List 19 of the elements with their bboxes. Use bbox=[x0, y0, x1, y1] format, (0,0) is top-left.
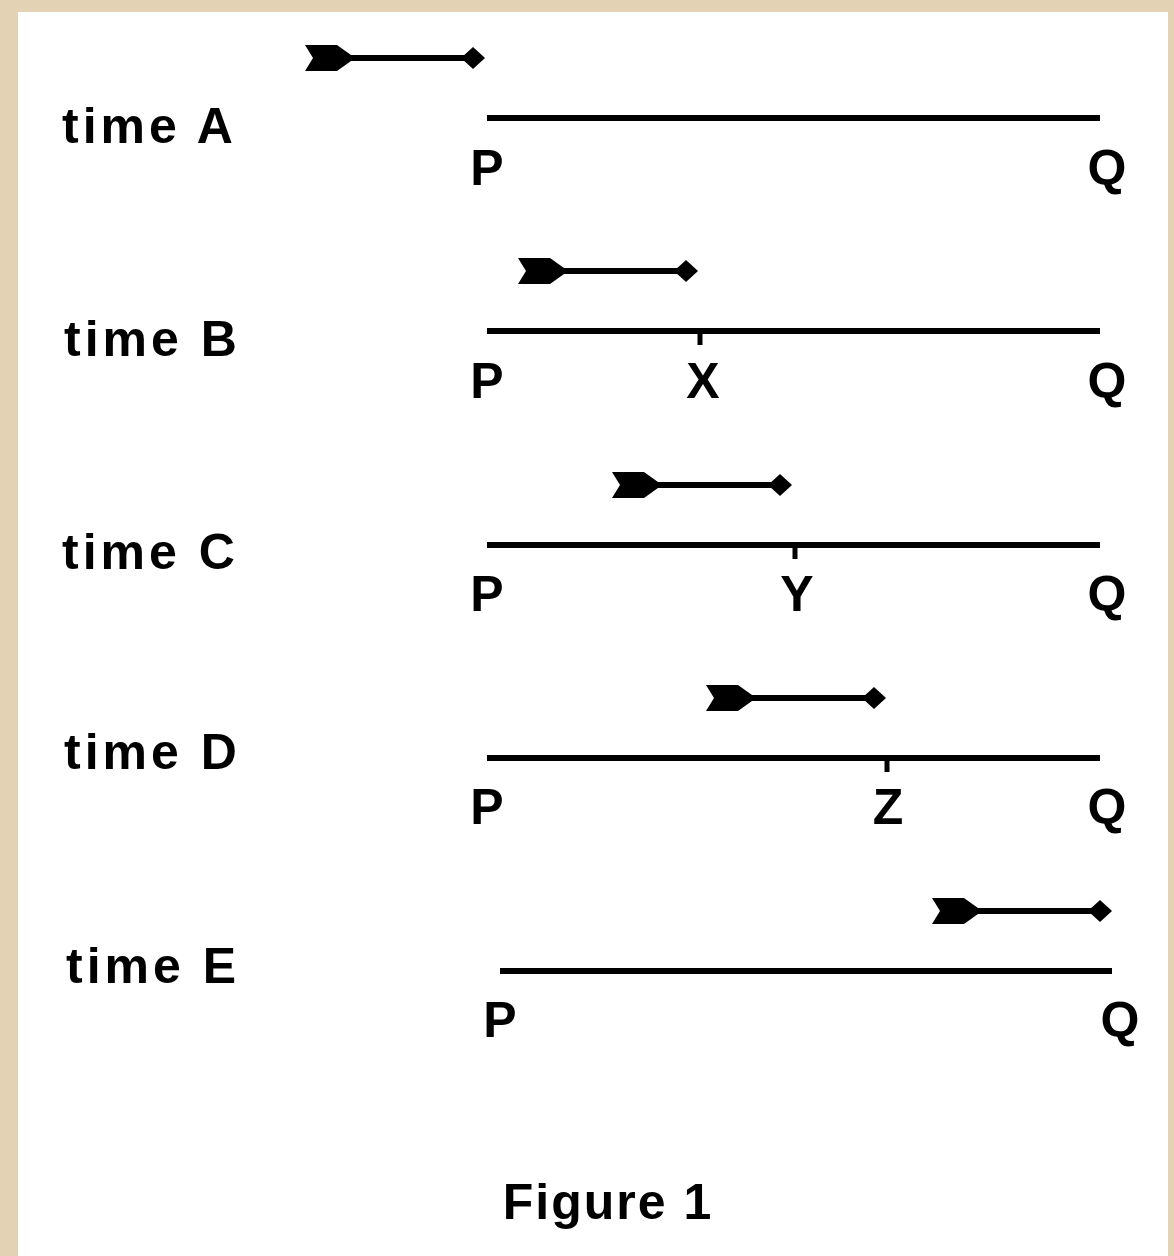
endpoint-label: P bbox=[470, 569, 504, 619]
time-label: time A bbox=[62, 101, 237, 151]
time-label: time D bbox=[64, 727, 241, 777]
endpoint-label: Q bbox=[1087, 569, 1127, 619]
time-label: time C bbox=[62, 527, 239, 577]
endpoint-label: Q bbox=[1100, 995, 1140, 1045]
time-label: time E bbox=[66, 941, 241, 991]
figure-caption: Figure 1 bbox=[502, 1177, 714, 1227]
endpoint-label: P bbox=[470, 782, 504, 832]
endpoint-label: Q bbox=[1087, 356, 1127, 406]
endpoint-label: P bbox=[470, 356, 504, 406]
position-label: X bbox=[686, 356, 720, 406]
endpoint-label: Q bbox=[1087, 143, 1127, 193]
endpoint-label: P bbox=[470, 143, 504, 193]
position-label: Y bbox=[780, 569, 814, 619]
position-label: Z bbox=[872, 782, 904, 832]
endpoint-label: P bbox=[483, 995, 517, 1045]
time-label: time B bbox=[64, 314, 241, 364]
endpoint-label: Q bbox=[1087, 782, 1127, 832]
